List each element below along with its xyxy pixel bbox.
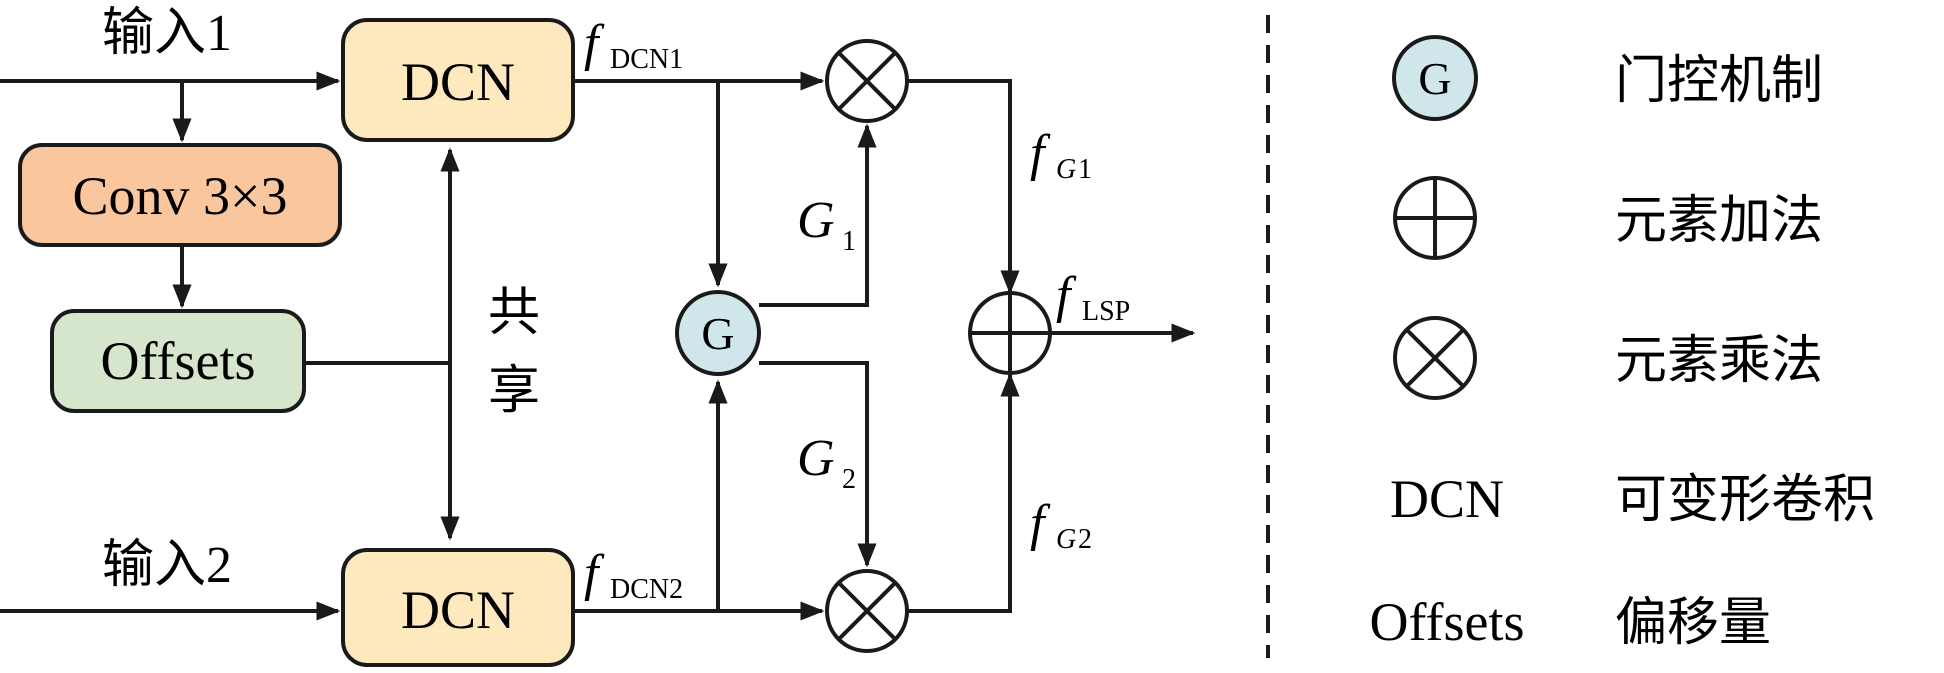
legend-gate-symbol: G bbox=[1418, 53, 1451, 104]
conv-block: Conv 3×3 bbox=[18, 143, 342, 247]
gate-label: G bbox=[701, 308, 734, 359]
legend-add-text: 元素加法 bbox=[1615, 193, 1823, 250]
legend-dcn-text: 可变形卷积 bbox=[1615, 472, 1875, 529]
shared-label-2: 享 bbox=[488, 363, 540, 420]
fg2-symbol: f bbox=[1030, 495, 1051, 552]
legend-dcn: DCN 可变形卷积 bbox=[1390, 469, 1875, 529]
fg1-sub-g: G bbox=[1056, 154, 1076, 185]
g2-symbol: G bbox=[797, 430, 835, 487]
legend-multiply-text: 元素乘法 bbox=[1615, 333, 1823, 390]
fg1-arrow bbox=[907, 79, 1020, 295]
legend-offsets: Offsets 偏移量 bbox=[1370, 592, 1772, 652]
conv-label: Conv 3×3 bbox=[73, 166, 288, 226]
input2-label: 输入2 bbox=[102, 537, 232, 594]
fg2-sub-g: G bbox=[1056, 524, 1076, 555]
input1-label: 输入1 bbox=[102, 5, 232, 62]
fg1-sub-num: 1 bbox=[1078, 154, 1092, 185]
offsets-block: Offsets bbox=[50, 309, 306, 413]
dcn-block-top: DCN bbox=[341, 18, 575, 142]
dcn-top-label: DCN bbox=[401, 52, 515, 112]
fg1-symbol: f bbox=[1030, 125, 1051, 182]
legend-gate-text: 门控机制 bbox=[1615, 53, 1823, 110]
flsp-symbol: f bbox=[1056, 267, 1077, 324]
f-dcn2-symbol: f bbox=[584, 545, 605, 602]
fg2-sub-num: 2 bbox=[1078, 524, 1092, 555]
g2-arrow bbox=[759, 361, 877, 568]
gate-node: G bbox=[675, 290, 761, 376]
legend-offsets-symbol: Offsets bbox=[1370, 592, 1525, 652]
g1-arrow bbox=[759, 123, 877, 307]
flsp-sub: LSP bbox=[1082, 296, 1130, 327]
f-dcn1-sub: DCN1 bbox=[610, 44, 683, 75]
legend-multiply: 元素乘法 bbox=[1393, 316, 1823, 400]
legend-dcn-symbol: DCN bbox=[1390, 469, 1504, 529]
add-node bbox=[968, 291, 1052, 375]
fg2-arrow bbox=[907, 372, 1020, 613]
g2-sub: 2 bbox=[842, 464, 856, 495]
f-dcn2-sub: DCN2 bbox=[610, 574, 683, 605]
legend-gate: G 门控机制 bbox=[1392, 35, 1823, 121]
legend-offsets-text: 偏移量 bbox=[1615, 595, 1771, 652]
legend-add: 元素加法 bbox=[1393, 176, 1823, 260]
multiply-node-top bbox=[825, 39, 909, 123]
multiply-node-bottom bbox=[825, 569, 909, 653]
g1-symbol: G bbox=[797, 192, 835, 249]
f-dcn1-symbol: f bbox=[584, 15, 605, 72]
g1-sub: 1 bbox=[842, 226, 856, 257]
dcn-bottom-label: DCN bbox=[401, 580, 515, 640]
offsets-label: Offsets bbox=[101, 331, 256, 391]
shared-label-1: 共 bbox=[488, 285, 540, 342]
dcn-block-bottom: DCN bbox=[341, 548, 575, 667]
